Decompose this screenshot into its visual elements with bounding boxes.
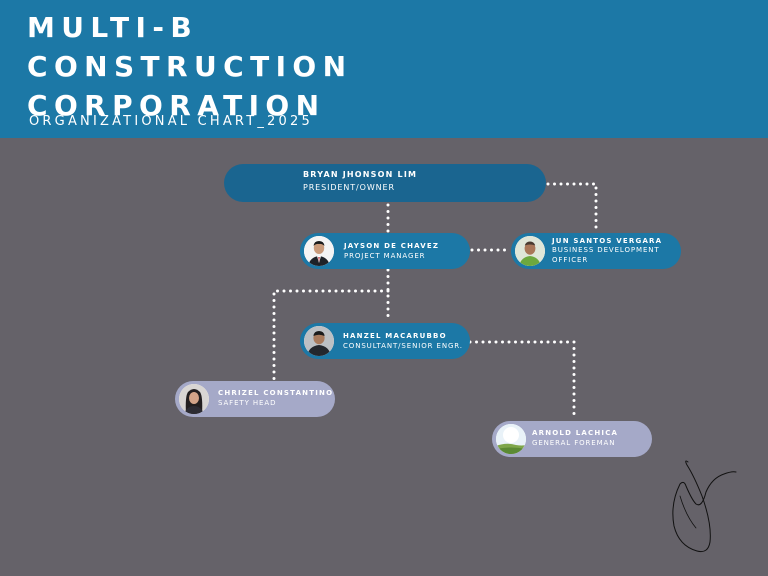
- chart-subtitle: ORGANIZATIONAL CHART_2025: [29, 114, 313, 129]
- node-role-line-1: BUSINESS DEVELOPMENT: [552, 246, 660, 254]
- person-photo-icon: [304, 326, 334, 356]
- node-name: CHRIZEL CONSTANTINO: [218, 389, 334, 397]
- company-title: MULTI-B CONSTRUCTION CORPORATION: [27, 8, 352, 125]
- node-role: CONSULTANT/SENIOR ENGR.: [343, 342, 463, 350]
- node-role: PRESIDENT/OWNER: [303, 183, 395, 192]
- node-name: ARNOLD LACHICA: [532, 429, 619, 437]
- title-line-3: CORPORATION: [27, 89, 326, 122]
- person-photo-icon: [515, 236, 545, 266]
- connector-pm-safety: [272, 289, 390, 382]
- node-name: JAYSON DE CHAVEZ: [344, 242, 440, 250]
- node-name: HANZEL MACARUBBO: [343, 332, 447, 340]
- connector-consultant-foreman: [468, 340, 576, 422]
- node-role: GENERAL FOREMAN: [532, 439, 616, 447]
- connector-president-bdo: [546, 182, 598, 234]
- node-safety-head[interactable]: CHRIZEL CONSTANTINO SAFETY HEAD: [175, 381, 335, 417]
- node-president[interactable]: BRYAN JHONSON LIM PRESIDENT/OWNER: [224, 164, 546, 202]
- title-line-2: CONSTRUCTION: [27, 50, 353, 83]
- header-banner: MULTI-B CONSTRUCTION CORPORATION ORGANIZ…: [0, 0, 768, 138]
- node-business-development-officer[interactable]: JUN SANTOS VERGARA BUSINESS DEVELOPMENT …: [511, 233, 681, 269]
- person-photo-icon: [179, 384, 209, 414]
- node-role: PROJECT MANAGER: [344, 252, 426, 260]
- node-name: JUN SANTOS VERGARA: [552, 237, 663, 245]
- person-photo-icon: [304, 236, 334, 266]
- node-role-line-2: OFFICER: [552, 256, 589, 264]
- node-consultant[interactable]: HANZEL MACARUBBO CONSULTANT/SENIOR ENGR.: [300, 323, 470, 359]
- node-role: SAFETY HEAD: [218, 399, 277, 407]
- title-line-1: MULTI-B: [27, 11, 199, 44]
- handwritten-signature: [672, 460, 737, 553]
- node-project-manager[interactable]: JAYSON DE CHAVEZ PROJECT MANAGER: [300, 233, 470, 269]
- landscape-placeholder-icon: [496, 424, 526, 454]
- node-name: BRYAN JHONSON LIM: [303, 170, 418, 179]
- node-general-foreman[interactable]: ARNOLD LACHICA GENERAL FOREMAN: [492, 421, 652, 457]
